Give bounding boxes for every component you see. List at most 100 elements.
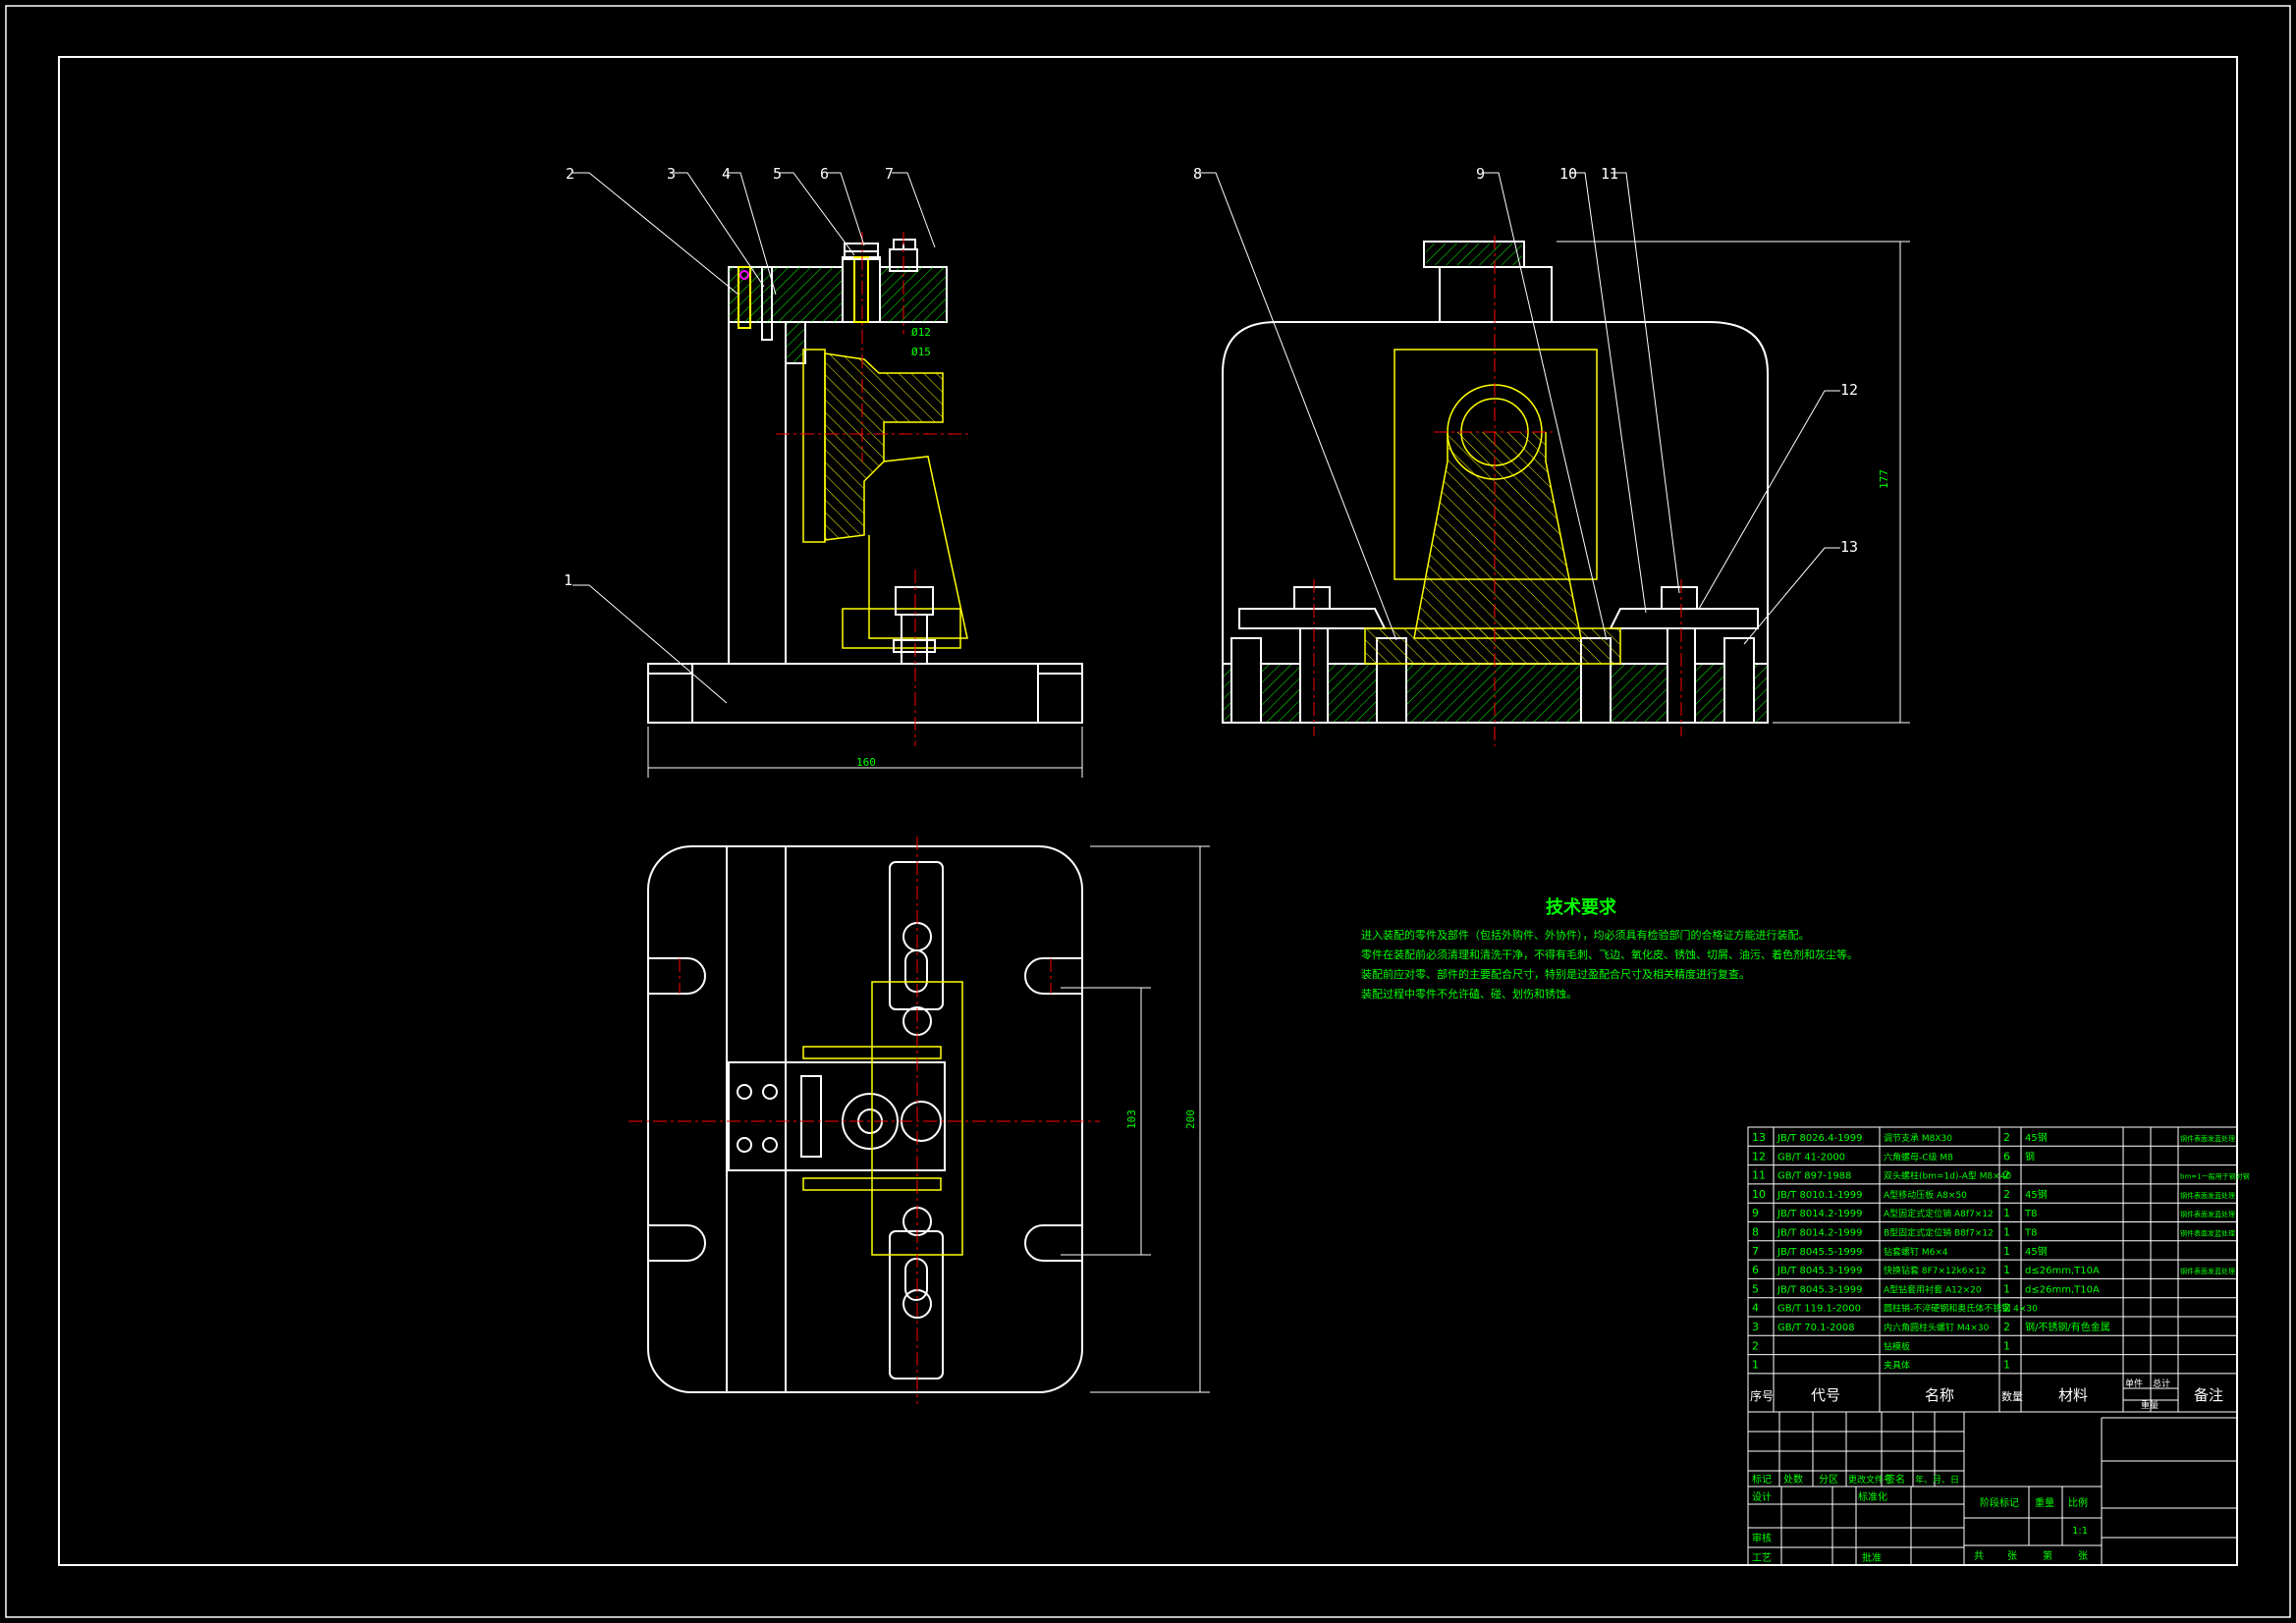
bom-header: 序号 代号 名称 数量 材料 单件 总计 重量 备注	[1750, 1378, 2223, 1411]
tb-page: 张	[2078, 1550, 2088, 1562]
bom-cell-name: 钻套螺钉 M6×4	[1884, 1246, 1948, 1258]
tb-mass: 重量	[2035, 1496, 2054, 1509]
bom-cell-qty: 1	[2003, 1359, 2010, 1372]
tech-requirements: 技术要求 进入装配的零件及部件（包括外购件、外协件），均必须具有检验部门的合格证…	[1361, 896, 1858, 1001]
bom-h-total: 总计	[2153, 1378, 2170, 1389]
tb-sign: 签名	[1886, 1473, 1905, 1486]
top-view	[629, 837, 1210, 1404]
tb-sheets: 张	[2007, 1550, 2017, 1562]
bom-h-code: 代号	[1811, 1386, 1840, 1404]
bom-cell-code: GB/T 897-1988	[1777, 1171, 1851, 1182]
bom-cell-qty: 2	[2003, 1321, 2010, 1333]
tb-design: 设计	[1752, 1490, 1772, 1503]
tb-standard: 标准化	[1858, 1490, 1887, 1503]
bom-cell-mat: 45钢	[2025, 1131, 2048, 1144]
tb-doc: 更改文件号	[1848, 1474, 1892, 1486]
tech-title: 技术要求	[1546, 896, 1617, 918]
bom-cell-no: 6	[1752, 1264, 1759, 1276]
bom-cell-qty: 2	[2003, 1169, 2010, 1182]
balloon-6: 6	[820, 165, 829, 183]
tb-approve: 批准	[1862, 1551, 1882, 1564]
bom-cell-name: 六角螺母-C级 M8	[1884, 1151, 1953, 1163]
bom-cell-name: 圆柱销-不淬硬钢和奥氏体不锈钢 4×30	[1884, 1303, 2038, 1315]
bom-cell-no: 12	[1752, 1150, 1766, 1163]
bom-cell-code: JB/T 8014.2-1999	[1777, 1209, 1863, 1219]
bom-cell-mat: d≤26mm,T10A	[2025, 1284, 2100, 1295]
tb-review: 审核	[1752, 1532, 1772, 1544]
tb-scale-value: 1:1	[2072, 1526, 2088, 1537]
bom-table	[1747, 1126, 2238, 1566]
bom-cell-code: JB/T 8010.1-1999	[1777, 1190, 1863, 1201]
bom-cell-qty: 1	[2003, 1282, 2010, 1295]
bom-h-name: 名称	[1925, 1386, 1954, 1404]
bom-cell-note: bm=1一般用于钢对钢	[2180, 1172, 2250, 1181]
bom-cell-qty: 1	[2003, 1339, 2010, 1352]
bom-h-mat: 材料	[2058, 1386, 2088, 1404]
bom-cell-code: GB/T 70.1-2008	[1777, 1323, 1855, 1333]
tb-mark: 标记	[1752, 1474, 1772, 1486]
bom-cell-qty: 1	[2003, 1264, 2010, 1276]
bom-cell-no: 2	[1752, 1339, 1759, 1352]
bom-cell-name: A型钻套用衬套 A12×20	[1884, 1283, 1982, 1295]
dim-top-outer: 200	[1184, 1109, 1197, 1129]
bom-cell-name: 钻模板	[1884, 1340, 1910, 1352]
tb-date: 年、月、日	[1915, 1474, 1959, 1486]
bom-cell-no: 7	[1752, 1245, 1759, 1258]
bom-cell-name: 快换钻套 8F7×12k6×12	[1884, 1265, 1986, 1276]
bom-cell-name: A型固定式定位销 A8f7×12	[1884, 1208, 1994, 1219]
bom-cell-mat: T8	[2024, 1228, 2037, 1239]
front-view	[647, 232, 1083, 778]
bom-cell-name: 调节支承 M8X30	[1884, 1132, 1952, 1144]
balloon-11: 11	[1601, 165, 1618, 183]
bom-cell-qty: 1	[2003, 1226, 2010, 1239]
bom-cell-name: 双头螺柱(bm=1d)-A型 M8×40	[1884, 1170, 2012, 1182]
tech-line-1: 进入装配的零件及部件（包括外购件、外协件），均必须具有检验部门的合格证方能进行装…	[1361, 928, 1810, 942]
bom-cell-no: 11	[1752, 1169, 1766, 1182]
tech-line-4: 装配过程中零件不允许磕、碰、划伤和锈蚀。	[1361, 987, 1577, 1001]
tb-total: 共	[1974, 1550, 1984, 1562]
balloon-4: 4	[722, 165, 731, 183]
bom-cell-mat: T8	[2024, 1209, 2037, 1219]
balloon-10: 10	[1559, 165, 1577, 183]
bom-h-unit: 单件	[2125, 1378, 2143, 1389]
tb-sheet: 第	[2043, 1549, 2052, 1562]
bom-cell-qty: 1	[2003, 1207, 2010, 1219]
bom-cell-code: JB/T 8045.5-1999	[1777, 1247, 1863, 1258]
dim-side-height: 177	[1878, 469, 1890, 489]
balloon-12: 12	[1840, 381, 1858, 399]
bom-h-qty: 数量	[2001, 1390, 2023, 1403]
tb-zone: 分区	[1819, 1474, 1838, 1486]
bom-cell-code: JB/T 8026.4-1999	[1777, 1133, 1863, 1144]
dim-bore-2: Ø15	[911, 346, 931, 358]
title-block-text: 标记 处数 分区 更改文件号 签名 年、月、日 设计 标准化 阶段标记 重量 比…	[1752, 1473, 2088, 1564]
bom-cell-name: B型固定式定位销 B8f7×12	[1884, 1227, 1994, 1239]
balloon-5: 5	[773, 165, 782, 183]
bom-cell-qty: 6	[2003, 1150, 2010, 1163]
bom-cell-mat: 钢/不锈钢/有色金属	[2025, 1321, 2110, 1333]
bom-cell-code: JB/T 8045.3-1999	[1777, 1284, 1863, 1295]
bom-cell-note: 钢件表面发蓝处理	[2180, 1229, 2235, 1238]
bom-cell-note: 钢件表面发蓝处理	[2180, 1191, 2235, 1200]
bom-cell-name: 夹具体	[1884, 1360, 1910, 1372]
tech-line-2: 零件在装配前必须清理和清洗干净，不得有毛刺、飞边、氧化皮、锈蚀、切屑、油污、着色…	[1361, 947, 1858, 961]
balloon-7: 7	[885, 165, 894, 183]
bom-cell-mat: 45钢	[2025, 1188, 2048, 1201]
bom-cell-qty: 2	[2003, 1188, 2010, 1201]
balloon-3: 3	[667, 165, 676, 183]
tb-process: 工艺	[1752, 1552, 1772, 1564]
bom-h-no: 序号	[1750, 1388, 1774, 1403]
outer-border	[5, 5, 2291, 1618]
bom-cell-mat: d≤26mm,T10A	[2025, 1266, 2100, 1276]
bom-cell-no: 5	[1752, 1282, 1759, 1295]
bom-cell-no: 8	[1752, 1226, 1759, 1239]
tb-scale: 比例	[2068, 1496, 2088, 1509]
bom-cell-name: A型移动压板 A8×50	[1884, 1189, 1967, 1201]
balloon-labels: 1 2 3 4 5 6 7 8 9 10 11 12 13	[564, 165, 1858, 589]
bom-cell-name: 内六角圆柱头螺钉 M4×30	[1884, 1322, 1990, 1333]
bom-cell-no: 1	[1752, 1359, 1759, 1372]
leader-lines	[573, 172, 1840, 704]
balloon-1: 1	[564, 571, 573, 589]
balloon-2: 2	[566, 165, 574, 183]
balloon-13: 13	[1840, 538, 1858, 556]
